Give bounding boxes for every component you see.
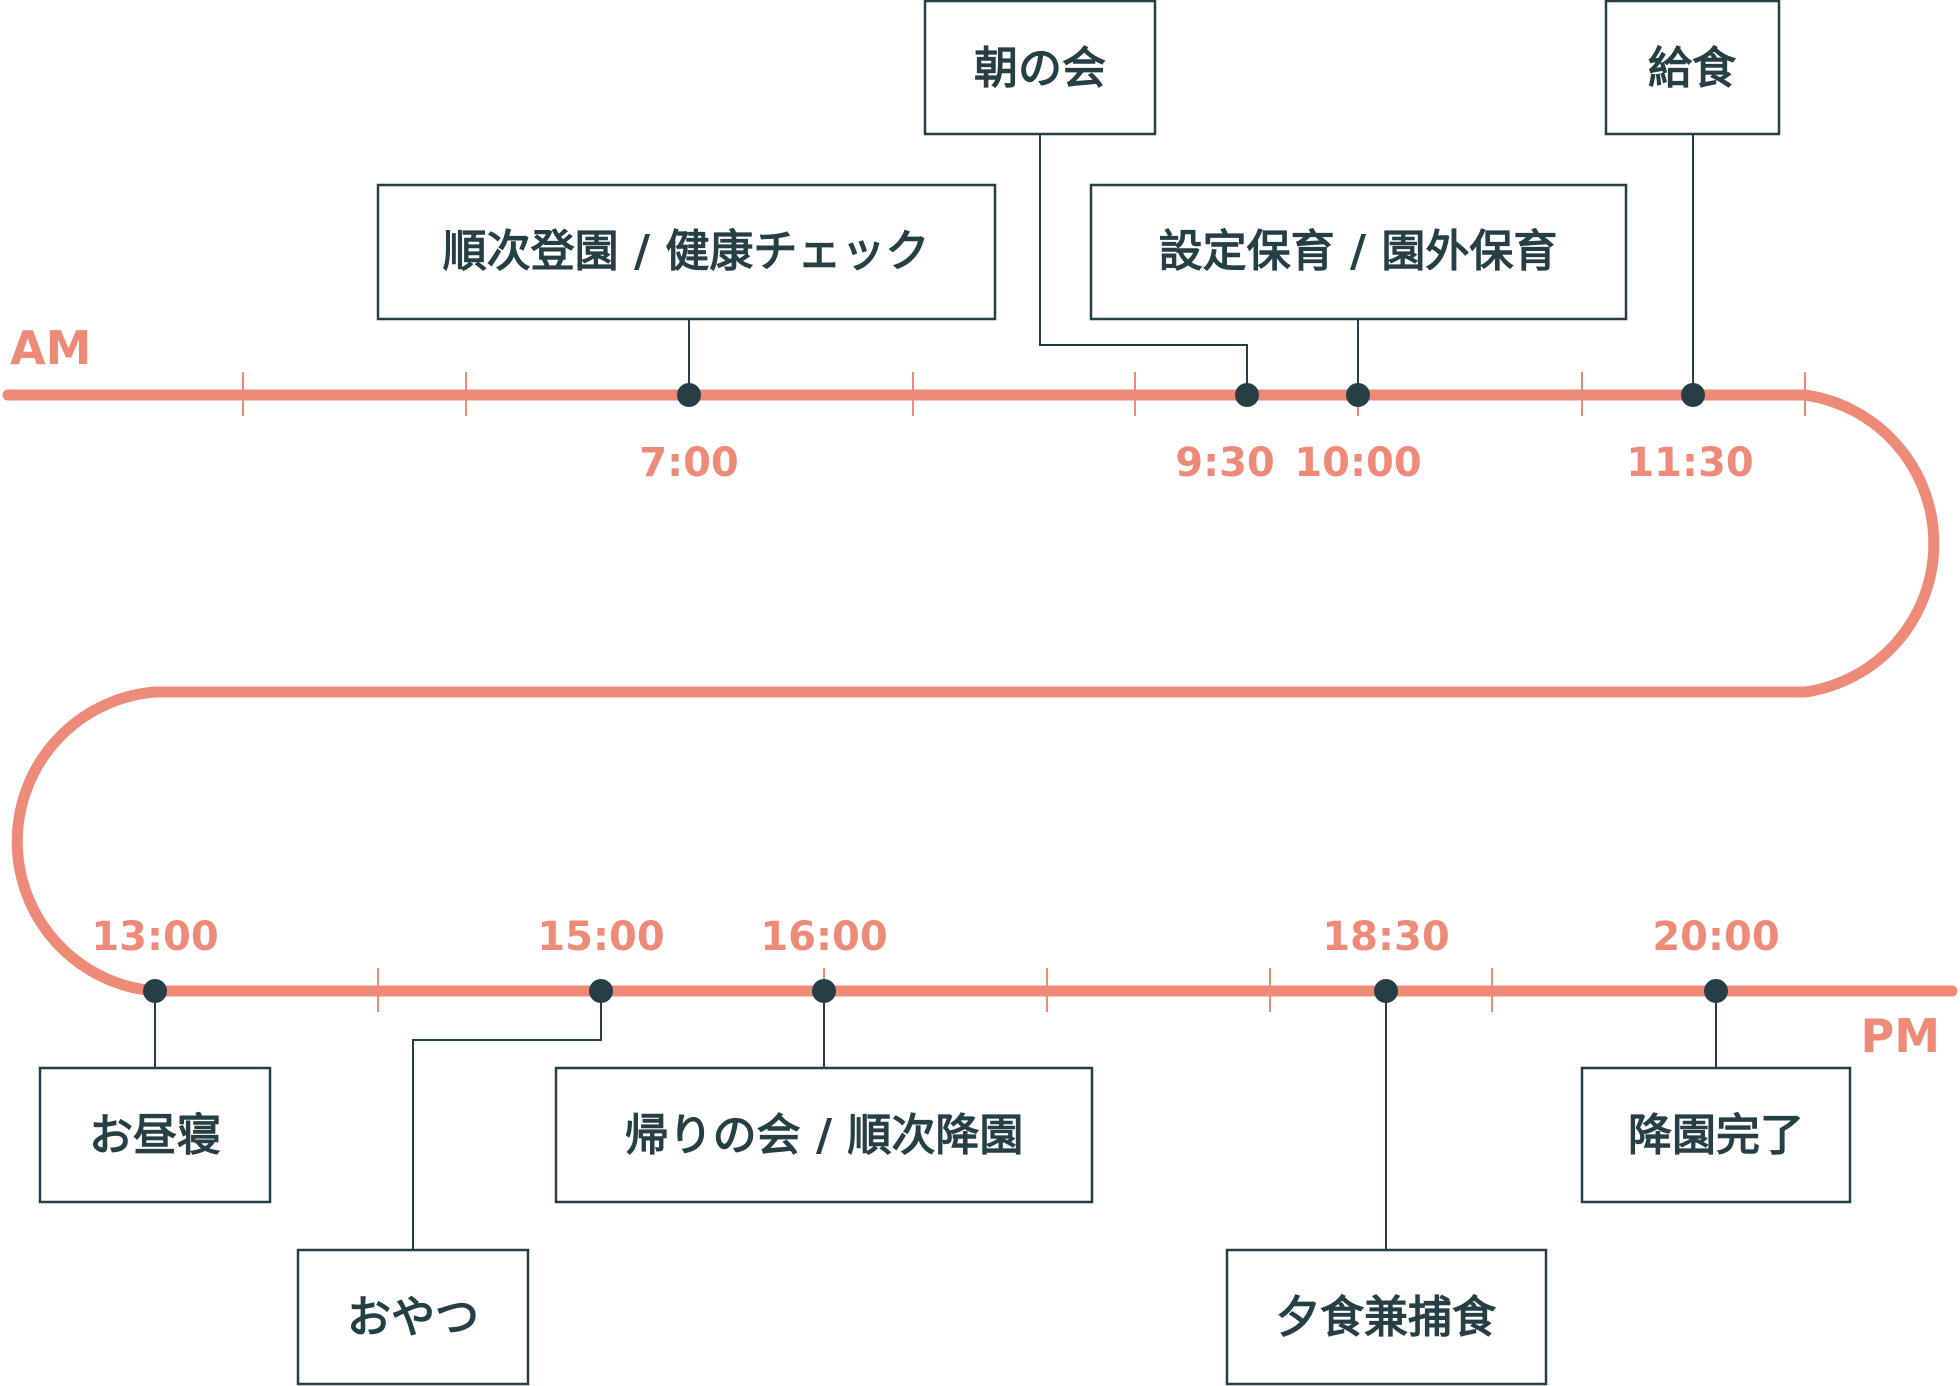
event-1830: 夕食兼捕食 18:30	[1225, 914, 1548, 1386]
event-dot	[812, 979, 836, 1003]
event-1500: おやつ 15:00	[296, 914, 665, 1386]
pm-label: PM	[1861, 1009, 1941, 1063]
am-label: AM	[10, 321, 91, 375]
event-box	[1604, 0, 1781, 136]
event-label: 給食	[1648, 43, 1737, 94]
event-0700: 順次登園 / 健康チェック 7:00	[376, 183, 997, 486]
event-time: 18:30	[1322, 914, 1449, 960]
event-1000: 設定保育 / 園外保育 10:00	[1089, 183, 1628, 486]
event-1600: 帰りの会 / 順次降園 16:00	[554, 914, 1094, 1204]
event-time: 16:00	[760, 914, 887, 960]
event-label: 夕食兼捕食	[1276, 1292, 1497, 1343]
event-box	[1580, 1066, 1852, 1204]
event-label: おやつ	[347, 1292, 479, 1343]
event-label: 設定保育 / 園外保育	[1159, 226, 1558, 277]
event-0930: 朝の会 9:30	[923, 0, 1275, 486]
event-time: 13:00	[91, 914, 218, 960]
event-label: 降園完了	[1628, 1110, 1804, 1161]
event-box	[38, 1066, 272, 1204]
event-dot	[589, 979, 613, 1003]
event-label: 朝の会	[974, 43, 1106, 94]
event-dot	[1681, 383, 1705, 407]
event-box	[1225, 1248, 1548, 1386]
event-1130: 給食 11:30	[1604, 0, 1781, 486]
event-dot	[1235, 383, 1259, 407]
event-dot	[1374, 979, 1398, 1003]
event-2000: 降園完了 20:00	[1580, 914, 1852, 1204]
event-time: 7:00	[639, 440, 739, 486]
event-1300: お昼寝 13:00	[38, 914, 272, 1204]
event-label: お昼寝	[89, 1110, 221, 1161]
event-time: 11:30	[1626, 440, 1753, 486]
event-time: 15:00	[537, 914, 664, 960]
event-time: 20:00	[1652, 914, 1779, 960]
event-box	[554, 1066, 1094, 1204]
event-box	[376, 183, 997, 321]
event-dot	[143, 979, 167, 1003]
event-dot	[677, 383, 701, 407]
event-time: 10:00	[1294, 440, 1421, 486]
event-label: 帰りの会 / 順次降園	[625, 1110, 1024, 1161]
event-box	[1089, 183, 1628, 321]
connector-line	[412, 991, 602, 1250]
event-time: 9:30	[1175, 440, 1275, 486]
event-label: 順次登園 / 健康チェック	[443, 226, 930, 277]
timeline-track	[2, 389, 1958, 997]
event-dot	[1704, 979, 1728, 1003]
connector-line	[1039, 134, 1248, 395]
event-dot	[1346, 383, 1370, 407]
event-box	[923, 0, 1157, 136]
event-box	[296, 1248, 530, 1386]
